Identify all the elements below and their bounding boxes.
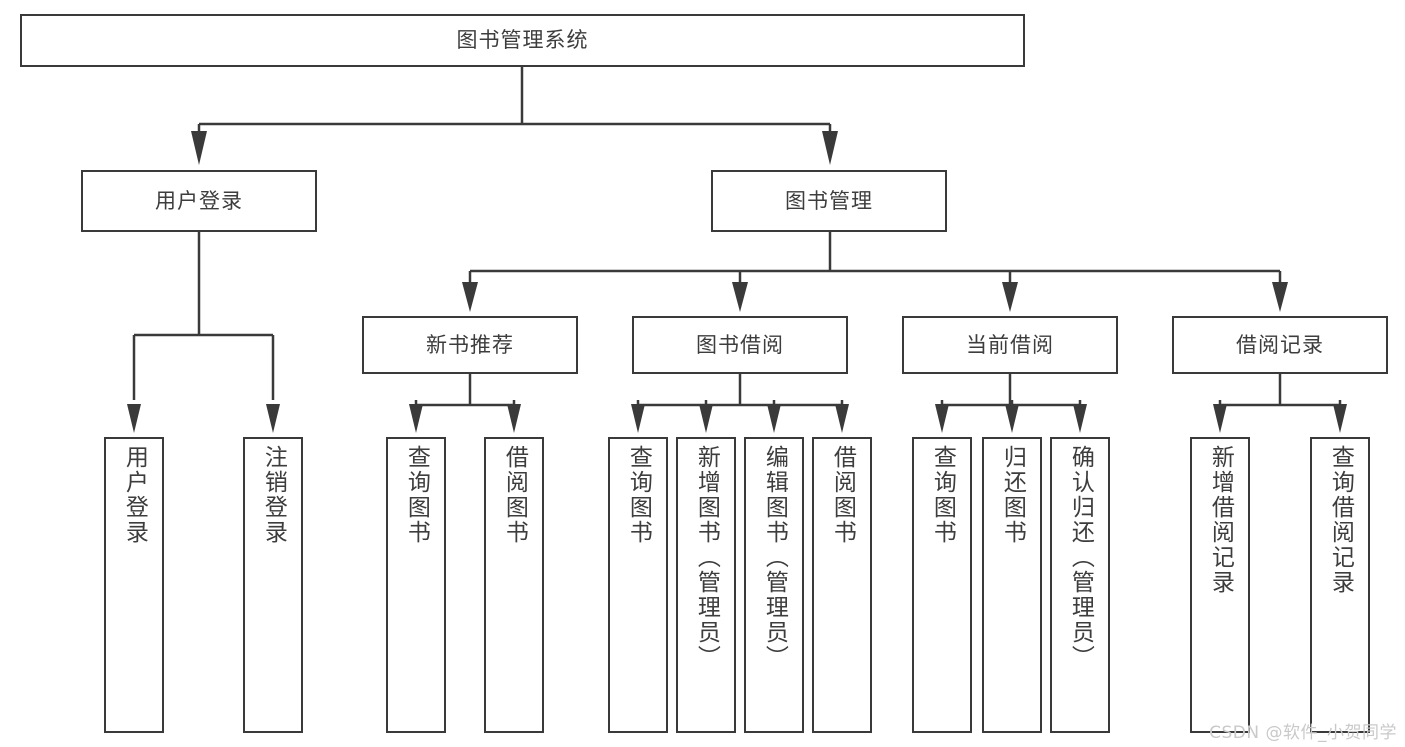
node-leaf-logout[interactable]: 注销登录 <box>243 437 303 733</box>
node-leaf-confirm-return[interactable]: 确认归还（管理员） <box>1050 437 1110 733</box>
node-root-label: 图书管理系统 <box>456 28 589 53</box>
connector-arrowheads <box>127 131 1347 433</box>
node-leaf-query-book-bb[interactable]: 查询图书 <box>608 437 668 733</box>
node-book-manage-label: 图书管理 <box>785 188 873 213</box>
node-leaf-borrow-book-bb-label: 借阅图书 <box>829 445 856 545</box>
node-leaf-return-book[interactable]: 归还图书 <box>982 437 1042 733</box>
node-leaf-borrow-book-rec[interactable]: 借阅图书 <box>484 437 544 733</box>
node-user-login-label: 用户登录 <box>155 188 243 213</box>
node-leaf-logout-label: 注销登录 <box>260 445 287 545</box>
node-root[interactable]: 图书管理系统 <box>20 14 1025 67</box>
node-leaf-query-book-cb-label: 查询图书 <box>929 445 956 545</box>
node-leaf-query-record[interactable]: 查询借阅记录 <box>1310 437 1370 733</box>
node-leaf-add-book[interactable]: 新增图书（管理员） <box>676 437 736 733</box>
node-borrow-record-label: 借阅记录 <box>1236 332 1324 357</box>
node-leaf-user-login-label: 用户登录 <box>121 445 148 545</box>
node-user-login[interactable]: 用户登录 <box>81 170 317 232</box>
node-book-manage[interactable]: 图书管理 <box>711 170 947 232</box>
node-leaf-borrow-book-rec-label: 借阅图书 <box>501 445 528 545</box>
node-leaf-add-book-label: 新增图书（管理员） <box>693 445 720 670</box>
node-leaf-add-record-label: 新增借阅记录 <box>1207 445 1234 595</box>
node-leaf-query-book-cb[interactable]: 查询图书 <box>912 437 972 733</box>
node-leaf-add-record[interactable]: 新增借阅记录 <box>1190 437 1250 733</box>
node-current-borrow[interactable]: 当前借阅 <box>902 316 1118 374</box>
node-leaf-query-book-rec[interactable]: 查询图书 <box>386 437 446 733</box>
node-leaf-query-book-bb-label: 查询图书 <box>625 445 652 545</box>
node-leaf-user-login[interactable]: 用户登录 <box>104 437 164 733</box>
csdn-watermark: CSDN @软件_小贺同学 <box>1209 723 1397 743</box>
node-leaf-query-record-label: 查询借阅记录 <box>1327 445 1354 595</box>
node-new-book-rec[interactable]: 新书推荐 <box>362 316 578 374</box>
node-book-borrow[interactable]: 图书借阅 <box>632 316 848 374</box>
node-new-book-rec-label: 新书推荐 <box>426 332 514 357</box>
node-borrow-record[interactable]: 借阅记录 <box>1172 316 1388 374</box>
node-current-borrow-label: 当前借阅 <box>966 332 1054 357</box>
node-leaf-edit-book-label: 编辑图书（管理员） <box>761 445 788 670</box>
node-leaf-return-book-label: 归还图书 <box>999 445 1026 545</box>
node-leaf-query-book-rec-label: 查询图书 <box>403 445 430 545</box>
node-book-borrow-label: 图书借阅 <box>696 332 784 357</box>
node-leaf-borrow-book-bb[interactable]: 借阅图书 <box>812 437 872 733</box>
node-leaf-edit-book[interactable]: 编辑图书（管理员） <box>744 437 804 733</box>
node-leaf-confirm-return-label: 确认归还（管理员） <box>1067 445 1094 670</box>
